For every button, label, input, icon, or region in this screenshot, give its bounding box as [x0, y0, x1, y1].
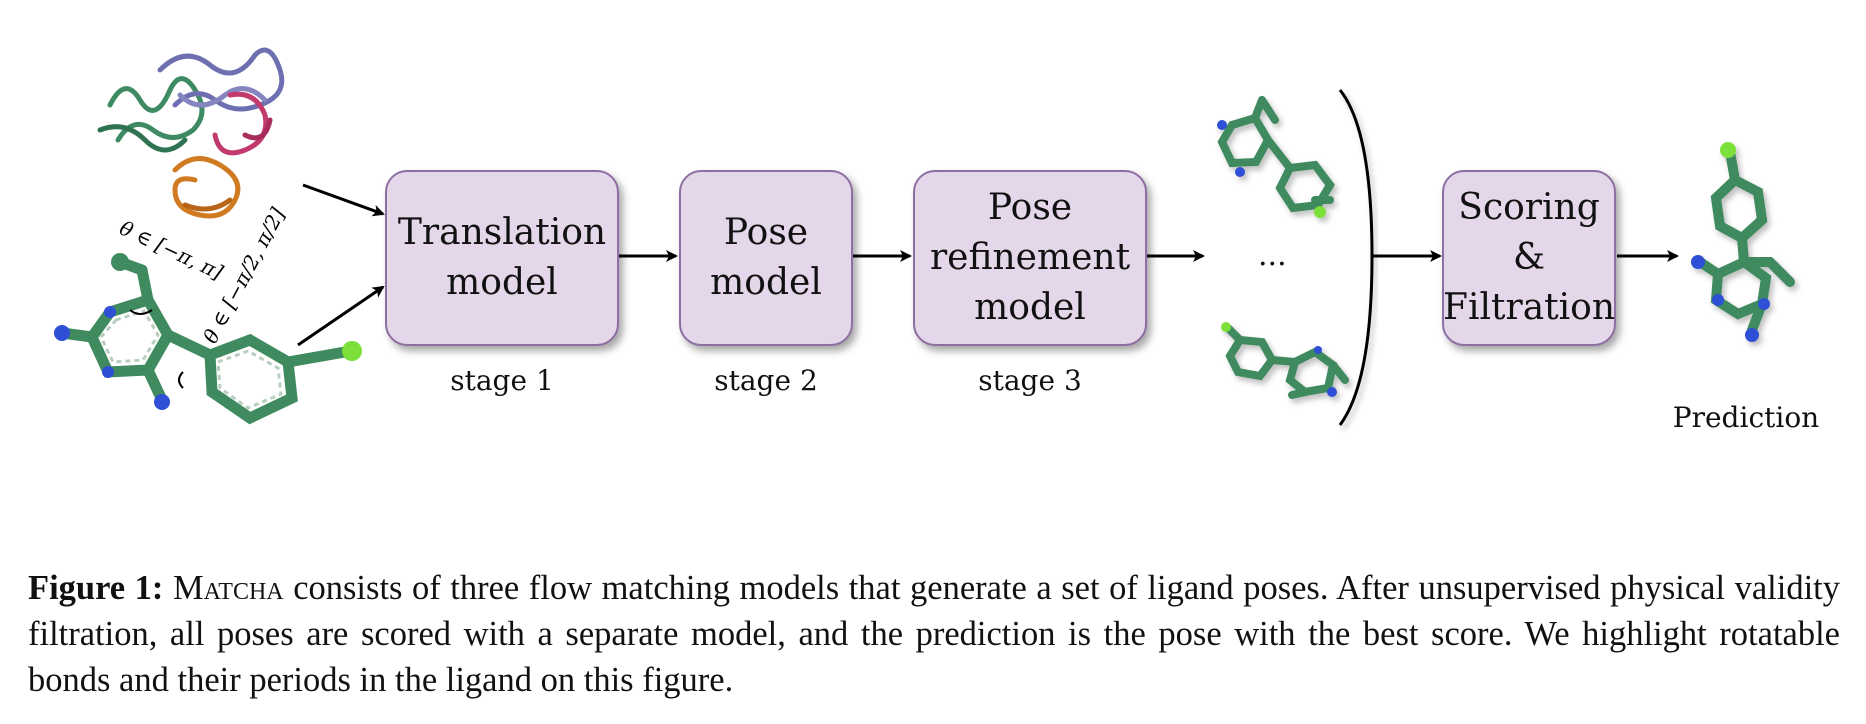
- stage-2-label: stage 2: [714, 364, 818, 397]
- protein-structure-icon: [97, 47, 285, 219]
- generated-pose-bottom-icon: [1221, 322, 1349, 399]
- stage-2-pose-model-box: Pose model: [679, 170, 853, 346]
- stage-3-line-2: refinement: [929, 237, 1131, 279]
- scoring-line-1: Scoring: [1458, 187, 1600, 229]
- stage-1-box-text: Translation model: [398, 208, 606, 307]
- rotatable-bond-label-1: θ ∈ [−π, π]: [116, 216, 227, 285]
- stage-1-label: stage 1: [450, 364, 554, 397]
- stage-3-pose-refinement-model-box: Pose refinement model: [913, 170, 1147, 346]
- caption-text: consists of three flow matching models t…: [28, 569, 1841, 699]
- stage-1-line-2: model: [446, 262, 558, 303]
- ligand-input-arrow: [297, 285, 385, 347]
- predicted-pose-icon: [1691, 142, 1795, 342]
- stage-1-line-1: Translation: [397, 212, 607, 254]
- scoring-filtration-box: Scoring & Filtration: [1442, 170, 1616, 346]
- figure-number: Figure 1:: [28, 569, 164, 607]
- stage-2-box-text: Pose model: [710, 208, 822, 307]
- generated-pose-top-icon: [1217, 96, 1335, 218]
- stage-3-label: stage 3: [978, 364, 1082, 397]
- stage-1-translation-model-box: Translation model: [385, 170, 619, 346]
- figure-caption: Figure 1: Matcha consists of three flow …: [28, 565, 1840, 703]
- stage-3-box-text: Pose refinement model: [930, 183, 1130, 332]
- pipeline-diagram: θ ∈ [−π, π] θ ∈ [−π/2, π/2]: [54, 47, 1795, 426]
- scoring-line-2: &: [1512, 237, 1546, 279]
- ligand-molecule-icon: [54, 253, 362, 425]
- stage-3-line-3: model: [974, 286, 1086, 328]
- prediction-label: Prediction: [1672, 401, 1820, 434]
- scoring-box-text: Scoring & Filtration: [1443, 183, 1615, 332]
- method-name: Matcha: [172, 569, 284, 607]
- more-poses-ellipsis: ...: [1258, 238, 1287, 273]
- protein-input-arrow: [302, 183, 385, 217]
- stage-2-line-2: model: [710, 262, 822, 303]
- scoring-line-3: Filtration: [1443, 286, 1615, 328]
- stage-3-line-1: Pose: [987, 187, 1073, 229]
- stage-2-line-1: Pose: [723, 212, 809, 254]
